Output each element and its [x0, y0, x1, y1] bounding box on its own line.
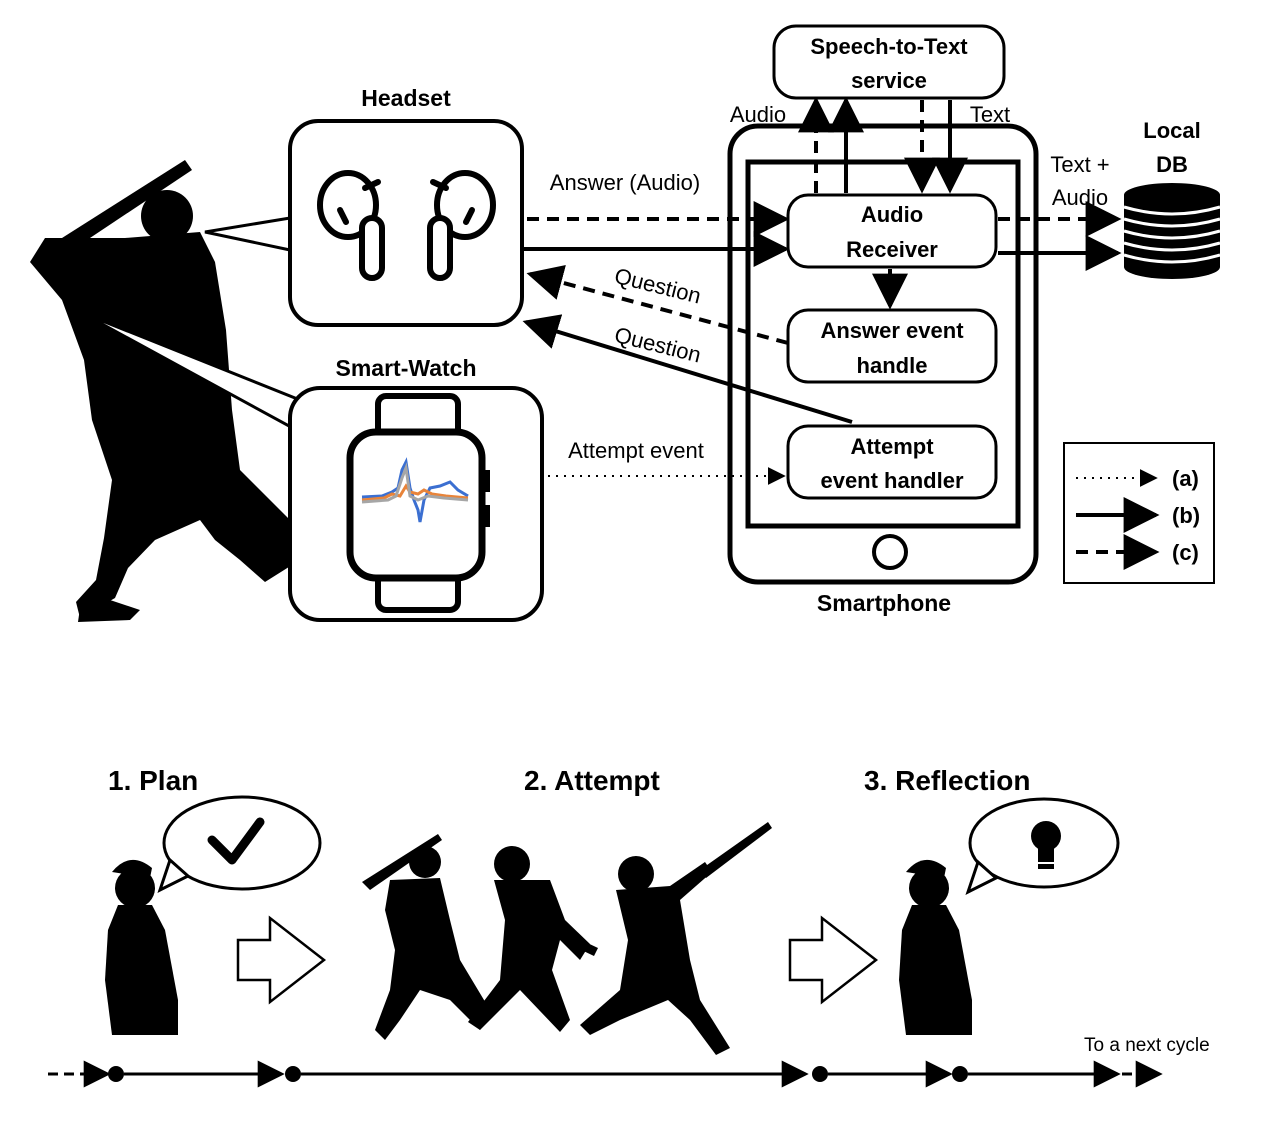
batter-swing-3 [580, 822, 772, 1055]
legend-label-b: (b) [1172, 503, 1200, 528]
answer-event-label-1: Answer event [820, 318, 964, 343]
speech-to-text-box [772, 24, 1006, 100]
legend-label-a: (a) [1172, 466, 1199, 491]
edge-label-text: Text [970, 102, 1010, 127]
plan-bubble-tail [157, 857, 191, 893]
next-cycle-label: To a next cycle [1084, 1035, 1210, 1056]
answer-event-label-2: handle [857, 353, 928, 378]
database-icon [1123, 183, 1221, 279]
attempt-event-handler-box [786, 424, 998, 500]
check-icon [207, 817, 265, 865]
edge-label-answer-audio: Answer (Audio) [550, 170, 700, 195]
stage-title-attempt: 2. Attempt [524, 765, 660, 796]
home-button [872, 534, 908, 570]
edge-label-attempt-event: Attempt event [568, 438, 704, 463]
arrow-plan-to-attempt [236, 915, 327, 1005]
localdb-label-1: Local [1143, 118, 1200, 143]
reflection-bubble-tail [965, 859, 999, 895]
legend-label-c: (c) [1172, 540, 1199, 565]
thinking-player-reflection [899, 859, 972, 1035]
batter-silhouette [30, 160, 300, 622]
arrow-attempt-to-reflection [788, 915, 879, 1005]
earbuds-icon [317, 170, 496, 281]
edge-label-text-audio-2: Audio [1052, 185, 1108, 210]
audio-receiver-label-1: Audio [861, 202, 923, 227]
headset-callout-wedge [204, 216, 292, 252]
smartwatch-title: Smart-Watch [336, 355, 477, 381]
timeline-node-4 [952, 1066, 968, 1082]
timeline-node-3 [812, 1066, 828, 1082]
stt-label-2: service [851, 68, 927, 93]
headset-title: Headset [361, 85, 451, 111]
signal-line-blue [361, 457, 469, 523]
stage-title-plan: 1. Plan [108, 765, 198, 796]
thinking-player-plan [105, 859, 178, 1035]
attempt-event-label-1: Attempt [850, 434, 934, 459]
lightbulb-icon [1031, 821, 1061, 869]
attempt-event-label-2: event handler [820, 468, 963, 493]
arrow-question-solid [522, 314, 853, 424]
smartphone-title: Smartphone [817, 590, 951, 616]
edge-label-text-audio-1: Text + [1050, 152, 1109, 177]
answer-event-handle-box [786, 308, 998, 384]
arrow-question-dashed [526, 264, 789, 345]
localdb-label-2: DB [1156, 152, 1188, 177]
audio-receiver-label-2: Receiver [846, 237, 938, 262]
smartphone-screen [745, 159, 1021, 529]
timeline-node-2 [285, 1066, 301, 1082]
signal-line-gray [361, 462, 469, 504]
stt-label-1: Speech-to-Text [810, 34, 968, 59]
batter-swing-2 [468, 846, 598, 1032]
batter-swing-1 [362, 834, 490, 1040]
stage-title-reflection: 3. Reflection [864, 765, 1030, 796]
smartwatch-icon [346, 393, 490, 613]
edge-label-audio: Audio [730, 102, 786, 127]
timeline-node-1 [108, 1066, 124, 1082]
